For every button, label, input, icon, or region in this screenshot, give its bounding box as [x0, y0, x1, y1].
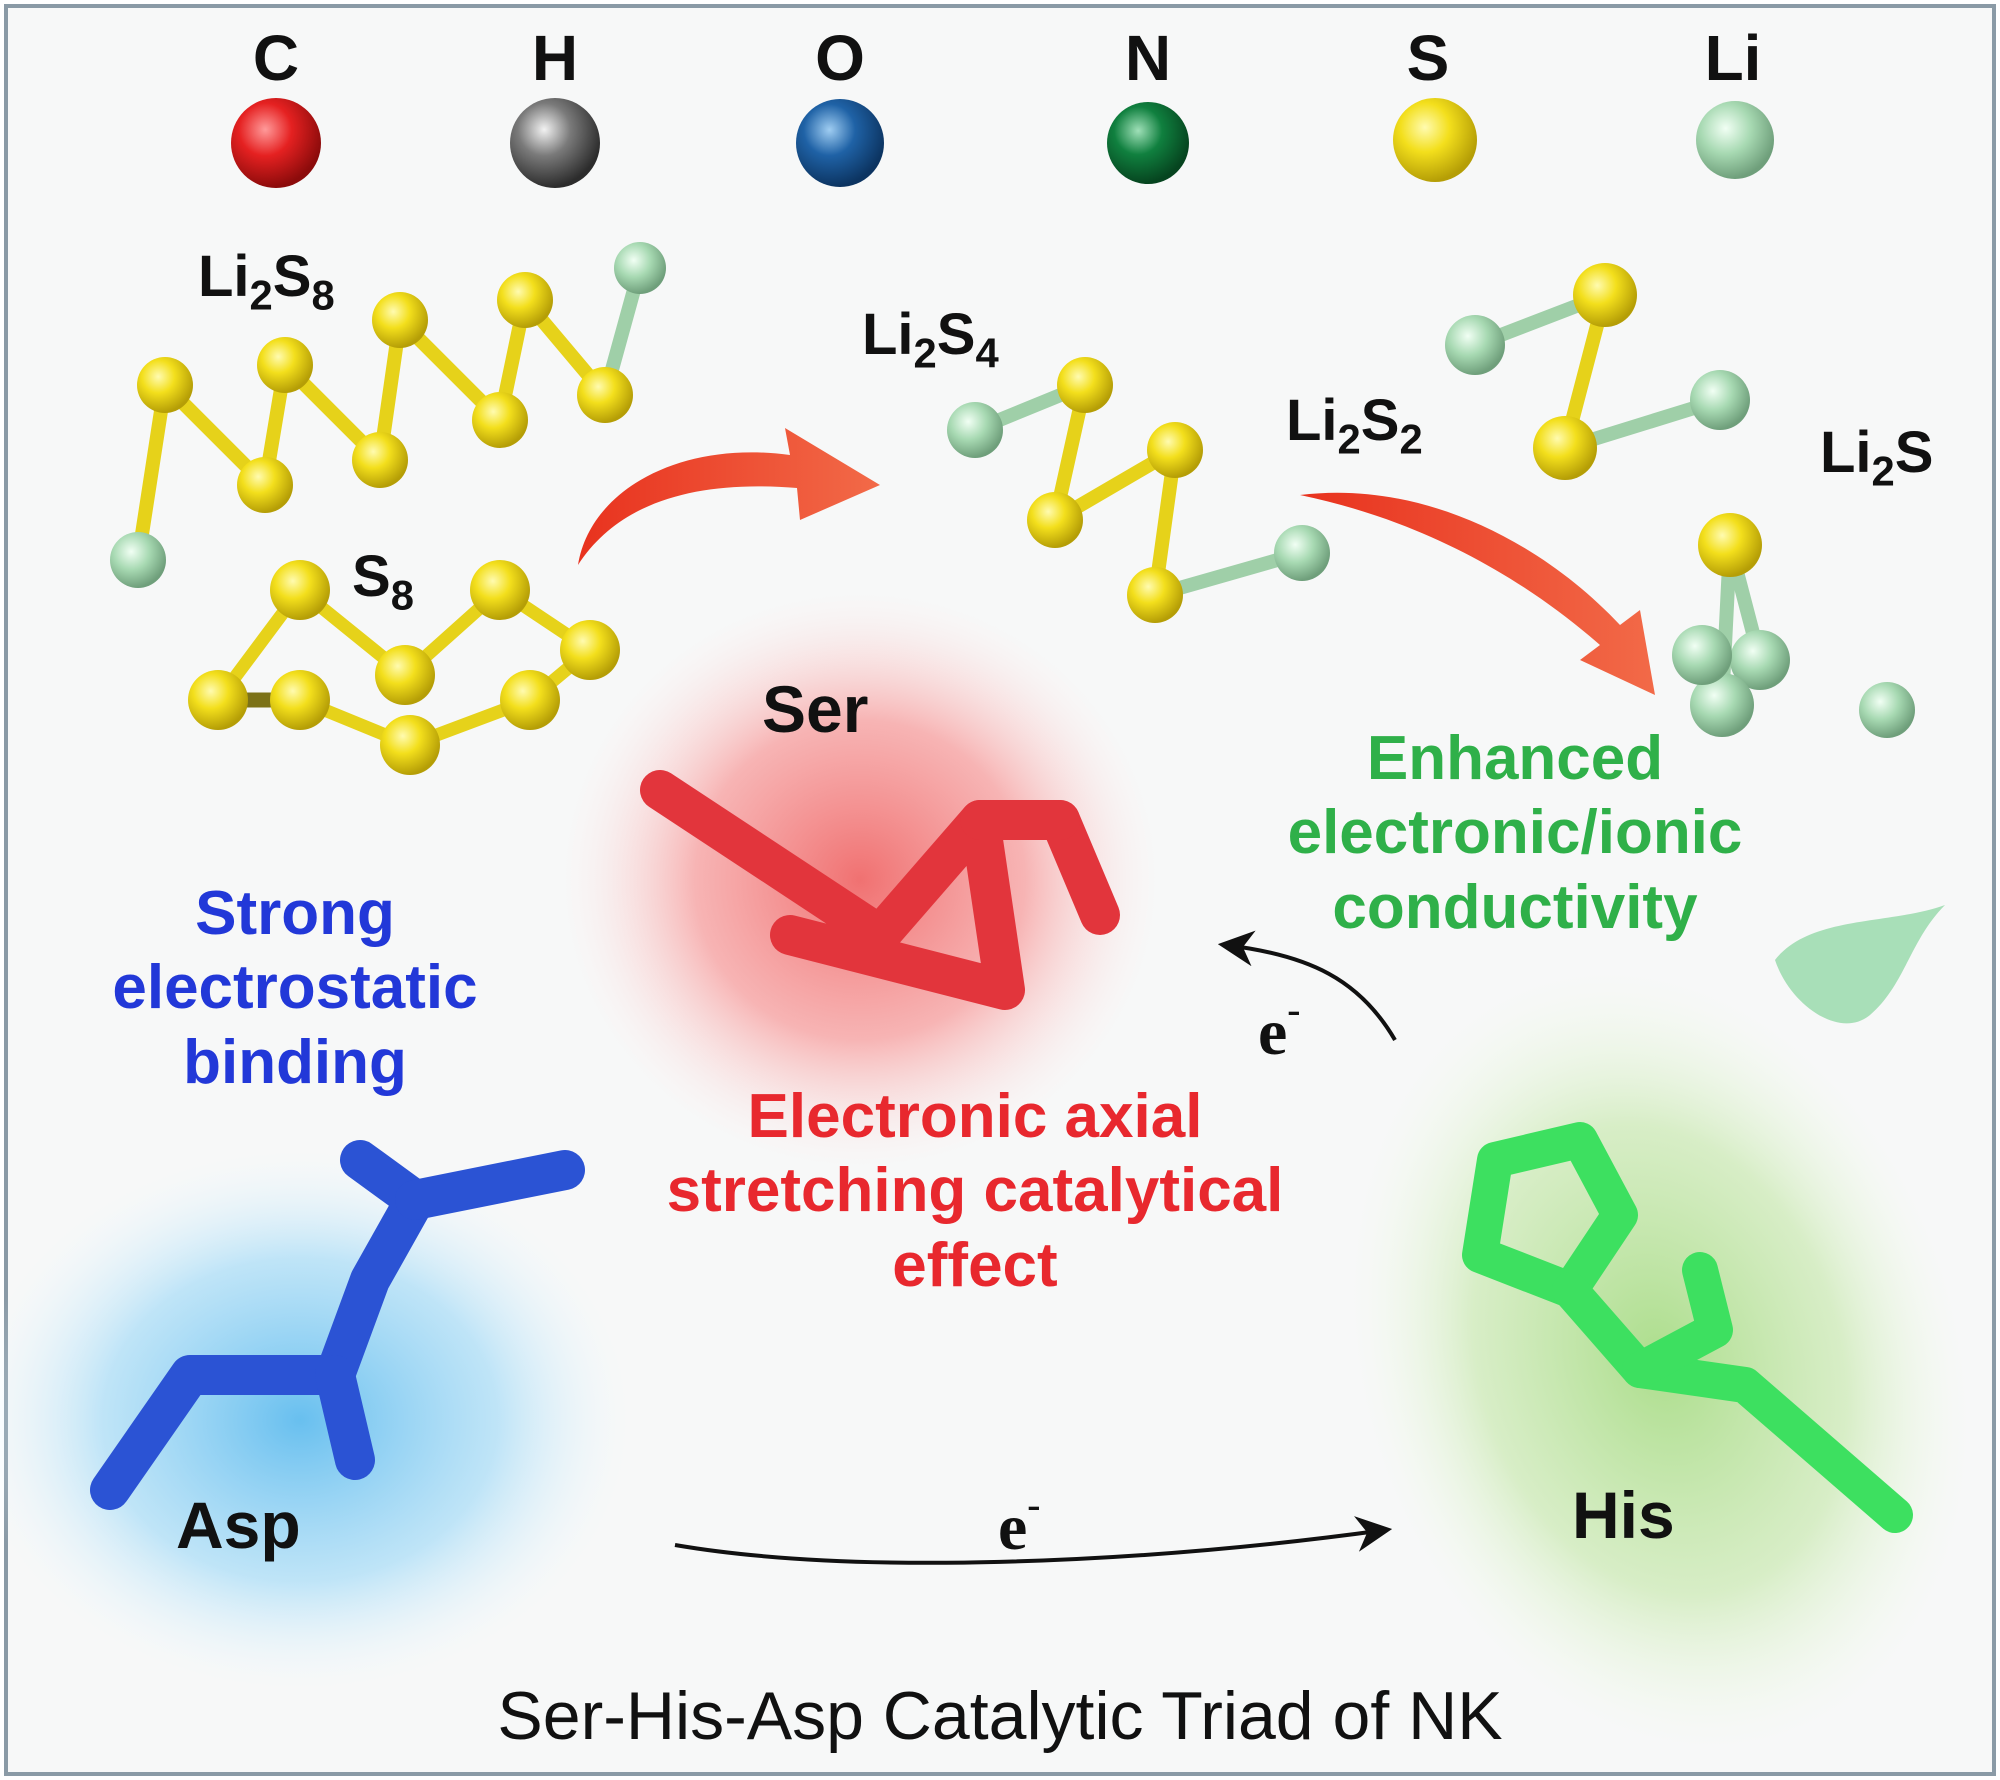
annotation-conductivity: Enhanced electronic/ionic conductivity: [1287, 724, 1743, 942]
figure-caption: Ser-His-Asp Catalytic Triad of NK: [497, 1678, 1503, 1754]
li2s-structure: [1690, 513, 1790, 737]
asp-structure: [90, 1140, 585, 1510]
label-li2s4: Li2S4: [862, 302, 999, 377]
s8-structure: [188, 560, 620, 775]
label-ser: Ser: [762, 672, 869, 746]
label-li2s2: Li2S2: [1286, 388, 1423, 463]
ser-glow: [560, 590, 1160, 1170]
legend-atom-n: [1107, 102, 1189, 184]
legend-label-li: Li: [1704, 22, 1762, 94]
li2s4-structure: [947, 357, 1330, 623]
his-structure: [1462, 1122, 1913, 1533]
li2s2-structure: [1445, 263, 1750, 480]
annotation-binding: Strong electrostatic binding: [112, 879, 478, 1097]
legend-atom-s: [1393, 98, 1477, 182]
electron-arrow-right: [1217, 930, 1397, 1042]
electron-label-bottom: e-: [998, 1482, 1041, 1564]
legend-label-o: O: [815, 22, 865, 94]
legend-label-n: N: [1124, 22, 1172, 94]
li2s-li-atom: [1672, 625, 1732, 685]
label-asp: Asp: [176, 1488, 301, 1562]
label-li2s8: Li2S8: [198, 244, 335, 319]
reaction-arrow-2: [1300, 492, 1655, 695]
li-ion-drop: [1775, 905, 1945, 1024]
legend-label-s: S: [1406, 22, 1450, 94]
legend-label-h: H: [531, 22, 579, 94]
li2s8-structure: [110, 242, 666, 588]
reaction-arrow-1: [578, 428, 880, 565]
electron-arrow-bottom: [674, 1516, 1393, 1565]
annotation-catalytic: Electronic axial stretching catalytical …: [666, 1082, 1284, 1300]
legend-atom-c: [231, 98, 321, 188]
legend-atom-h: [510, 98, 600, 188]
ser-structure: [640, 770, 1120, 1010]
legend-label-c: C: [252, 22, 300, 94]
label-s8: S8: [352, 544, 414, 619]
legend-atoms: [231, 98, 1774, 188]
label-li2s: Li2S: [1820, 420, 1934, 495]
asp-glow: [0, 1150, 630, 1690]
label-his: His: [1572, 1478, 1675, 1552]
legend-atom-li: [1696, 101, 1774, 179]
li2s-li-atom: [1859, 682, 1915, 738]
legend-atom-o: [796, 99, 884, 187]
electron-label-right: e-: [1258, 987, 1301, 1069]
